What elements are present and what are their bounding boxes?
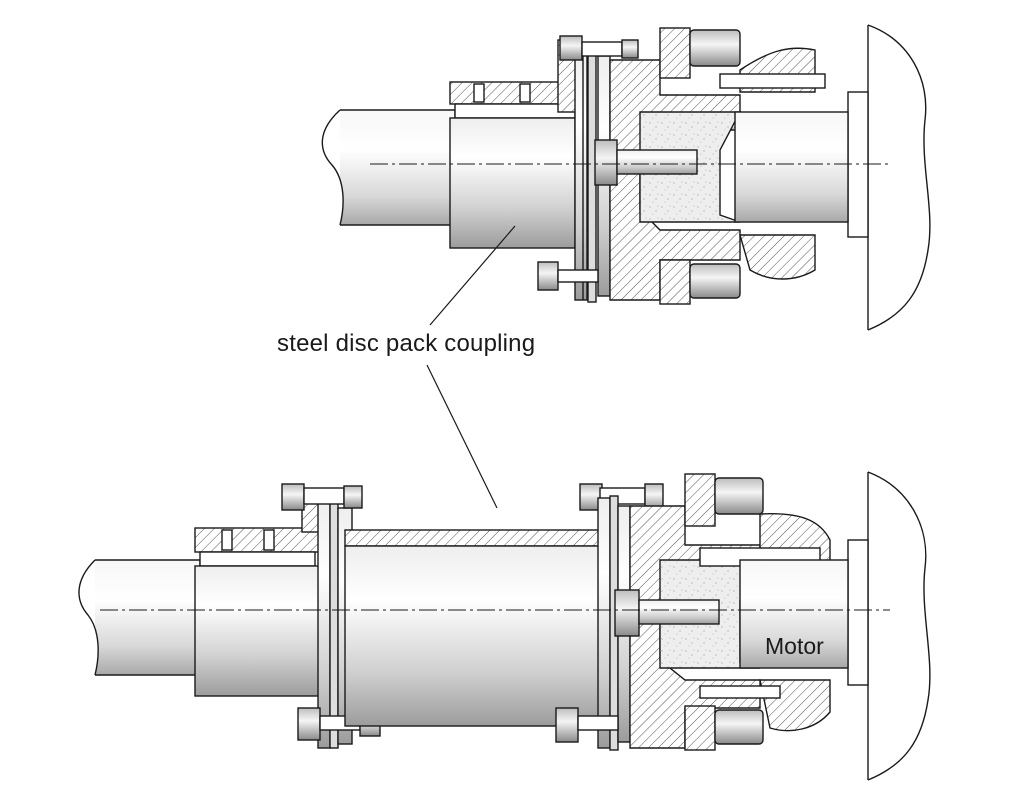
motor-label: Motor bbox=[765, 633, 824, 659]
hex-bolt-icon bbox=[537, 261, 599, 291]
hex-bolt-icon bbox=[659, 27, 741, 79]
top-assembly bbox=[321, 24, 931, 331]
hex-bolt-icon bbox=[555, 707, 619, 743]
coupling-label: steel disc pack coupling bbox=[277, 330, 536, 357]
hex-bolt-icon bbox=[684, 705, 764, 751]
leader-line-bottom bbox=[426, 364, 498, 509]
bottom-assembly bbox=[78, 471, 931, 781]
hex-bolt-icon bbox=[659, 259, 741, 305]
hex-bolt-icon bbox=[684, 473, 764, 527]
leader-line-top bbox=[429, 225, 516, 326]
hex-bolt-icon bbox=[559, 35, 639, 61]
hex-bolt-icon bbox=[281, 483, 363, 511]
